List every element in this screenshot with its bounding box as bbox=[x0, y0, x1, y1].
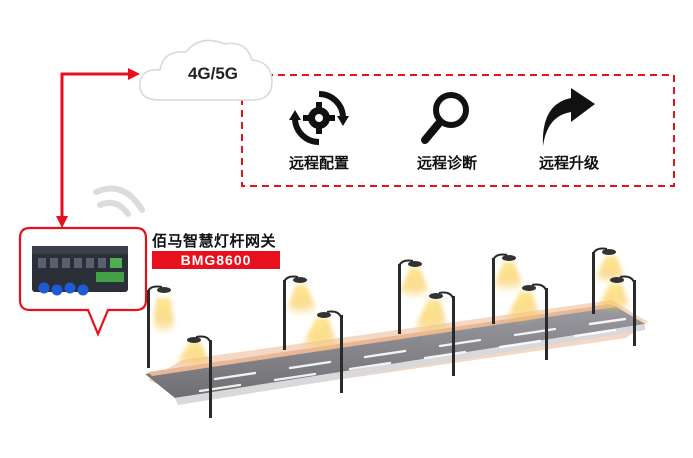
cloud-icon bbox=[139, 39, 273, 101]
upgrade-arrow-icon bbox=[542, 88, 595, 146]
feature-remote-diagnosis: 远程诊断 bbox=[401, 86, 493, 173]
street-lamp bbox=[394, 259, 434, 334]
street-lamp bbox=[408, 291, 455, 376]
magnifier-icon bbox=[421, 92, 469, 144]
street-lamp bbox=[170, 335, 215, 418]
gateway-device bbox=[32, 246, 128, 296]
wireless-signal-icon bbox=[93, 185, 145, 217]
street-lamp bbox=[592, 275, 636, 346]
gear-cycle-icon bbox=[289, 91, 349, 145]
uplink-connector bbox=[56, 68, 140, 228]
gateway-model-badge: BMG8600 bbox=[152, 251, 280, 269]
road bbox=[145, 300, 648, 405]
street-lamp bbox=[500, 283, 548, 360]
feature-label: 远程诊断 bbox=[416, 154, 477, 172]
feature-remote-upgrade: 远程升级 bbox=[523, 86, 615, 173]
street-lamp bbox=[282, 275, 322, 350]
feature-remote-config: 远程配置 bbox=[273, 86, 365, 173]
feature-box bbox=[241, 74, 675, 187]
network-label: 4G/5G bbox=[187, 64, 239, 83]
gateway-title: 佰马智慧灯杆网关 bbox=[152, 232, 277, 250]
street-lamp bbox=[296, 310, 343, 393]
feature-label: 远程升级 bbox=[538, 154, 599, 172]
feature-label: 远程配置 bbox=[288, 154, 349, 172]
street-lamps bbox=[147, 247, 636, 418]
street-lamp bbox=[488, 253, 528, 324]
street-lamp bbox=[147, 285, 178, 368]
